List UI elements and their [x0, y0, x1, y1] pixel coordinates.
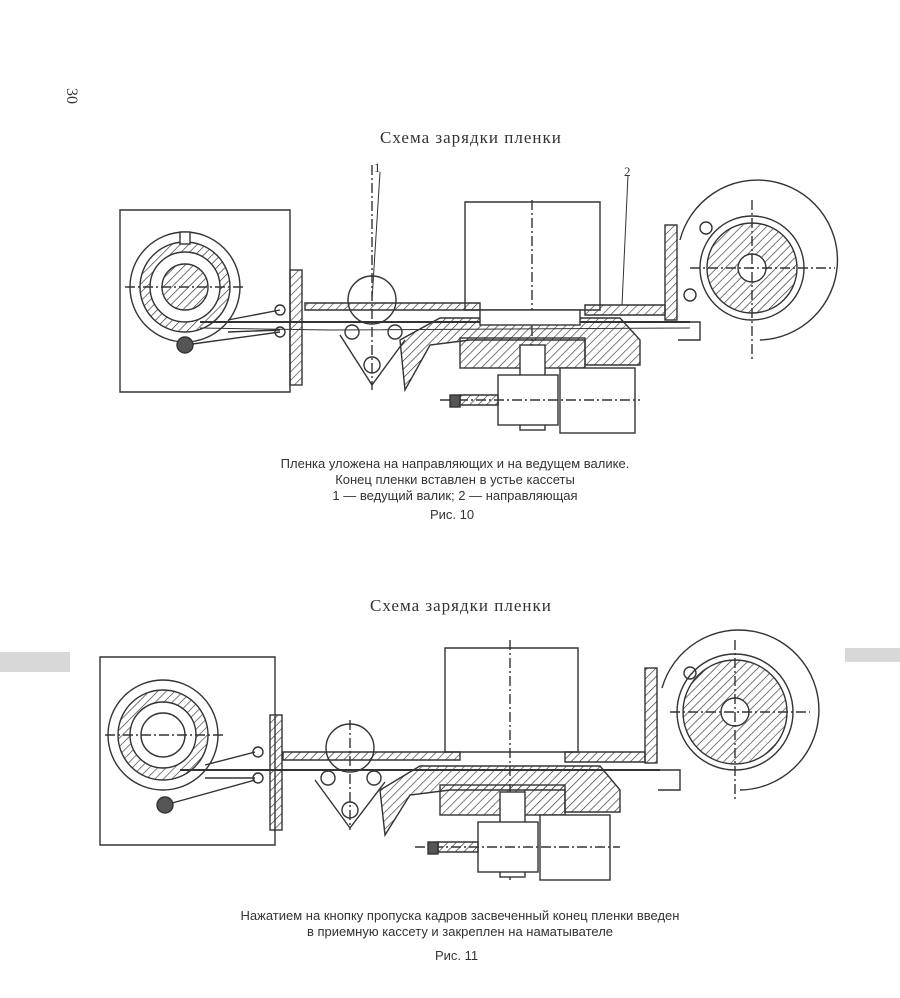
figure-10-title: Схема зарядки пленки: [380, 128, 562, 147]
takeup-cassette: [661, 629, 820, 800]
takeup-cassette: [679, 179, 839, 360]
scan-edge-left: [0, 652, 70, 672]
supply-housing: [119, 209, 291, 393]
drive-roller: [339, 165, 406, 390]
guide-rail: [282, 751, 461, 761]
caption-line: 1 — ведущий валик; 2 — направляющая: [332, 488, 578, 503]
figure-10-diagram: 1 2: [119, 160, 839, 434]
supply-housing: [99, 656, 276, 846]
projector-body: [440, 200, 640, 434]
lever-arms: [156, 746, 264, 814]
figure-10-caption: Пленка уложена на направляющих и на веду…: [240, 456, 670, 504]
supply-cassette: [125, 231, 245, 343]
scan-edge-right: [845, 648, 900, 662]
lever-arms: [176, 304, 286, 354]
guide-rail: [304, 302, 481, 311]
callout-2: 2: [624, 164, 631, 179]
drive-roller: [314, 720, 386, 830]
figure-11-title: Схема зарядки пленки: [370, 596, 552, 615]
caption-line: Конец пленки вставлен в устье кассеты: [335, 472, 575, 487]
projector-body: [415, 640, 620, 881]
caption-line: в приемную кассету и закреплен на наматы…: [306, 924, 614, 939]
figure-11-caption: Нажатием на кнопку пропуска кадров засве…: [180, 908, 740, 940]
caption-line: Нажатием на кнопку пропуска кадров засве…: [240, 908, 680, 923]
figure-11-diagram: [99, 629, 820, 881]
supply-cassette: [105, 679, 225, 791]
caption-line: Пленка уложена на направляющих и на веду…: [280, 456, 630, 471]
callout-1: 1: [374, 160, 381, 175]
figure-11-label: Рис. 11: [435, 948, 479, 963]
figure-10-label: Рис. 10: [430, 507, 475, 522]
page-number: 30: [63, 88, 80, 104]
